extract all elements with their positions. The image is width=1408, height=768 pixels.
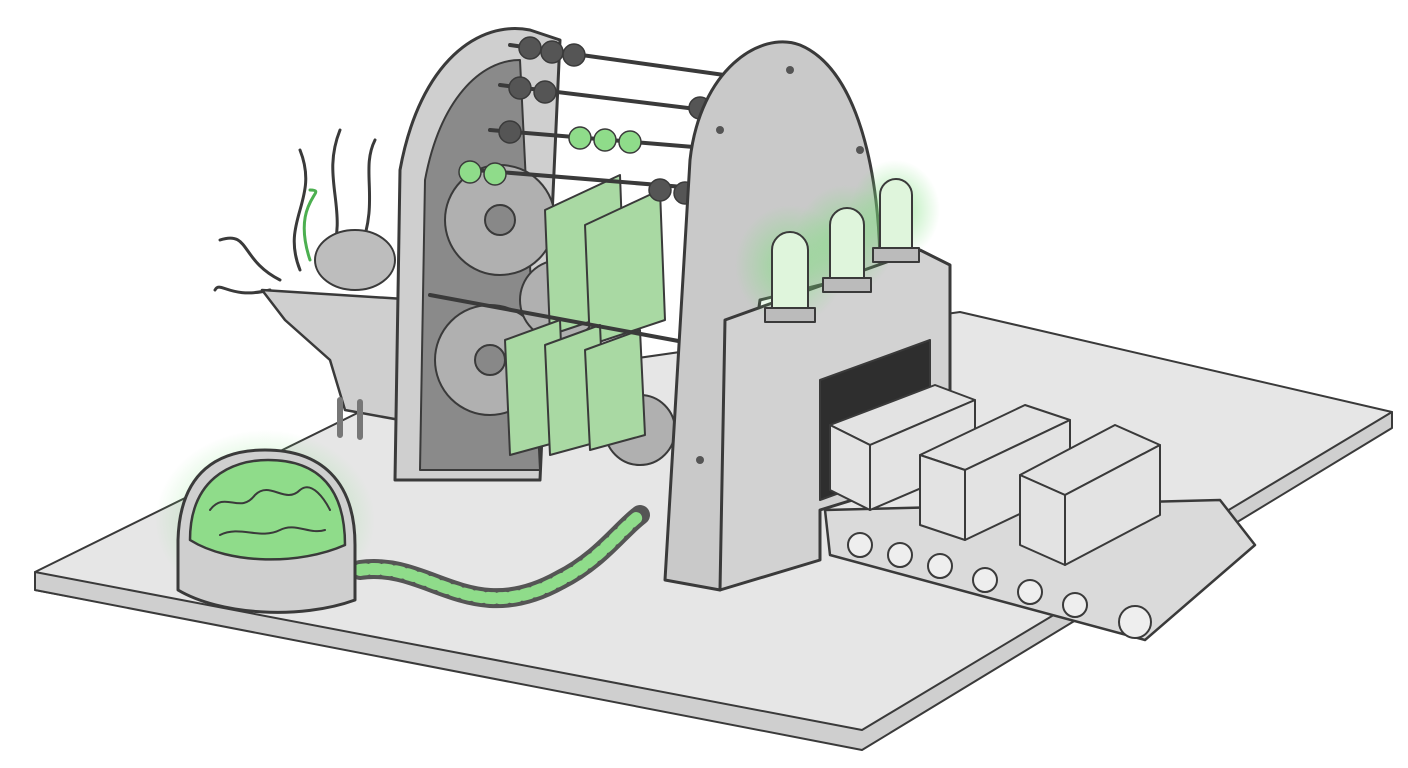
drain-pipe — [337, 397, 363, 440]
machine-frame — [393, 27, 882, 592]
bulb-icon — [829, 207, 865, 281]
wire-hopper — [213, 128, 422, 440]
tray-stack — [919, 404, 1071, 541]
vacuum-bulbs — [735, 160, 940, 325]
bulb-icon — [879, 178, 913, 251]
circuit-panels — [504, 174, 666, 456]
rollers — [847, 532, 1152, 639]
hose-segments — [354, 509, 646, 605]
bulb-socket — [872, 247, 920, 263]
bulb-socket — [764, 307, 816, 323]
brain-icon — [188, 458, 347, 561]
tray-stack — [1019, 424, 1161, 566]
brain-folds — [209, 486, 331, 536]
tangled-wires — [213, 128, 377, 295]
bulb-icon — [771, 231, 809, 311]
bulb-socket — [822, 277, 872, 293]
brain-unit — [155, 430, 650, 614]
rivets — [696, 66, 864, 464]
tray-stacks — [829, 384, 1161, 566]
wire-clump — [314, 229, 396, 291]
